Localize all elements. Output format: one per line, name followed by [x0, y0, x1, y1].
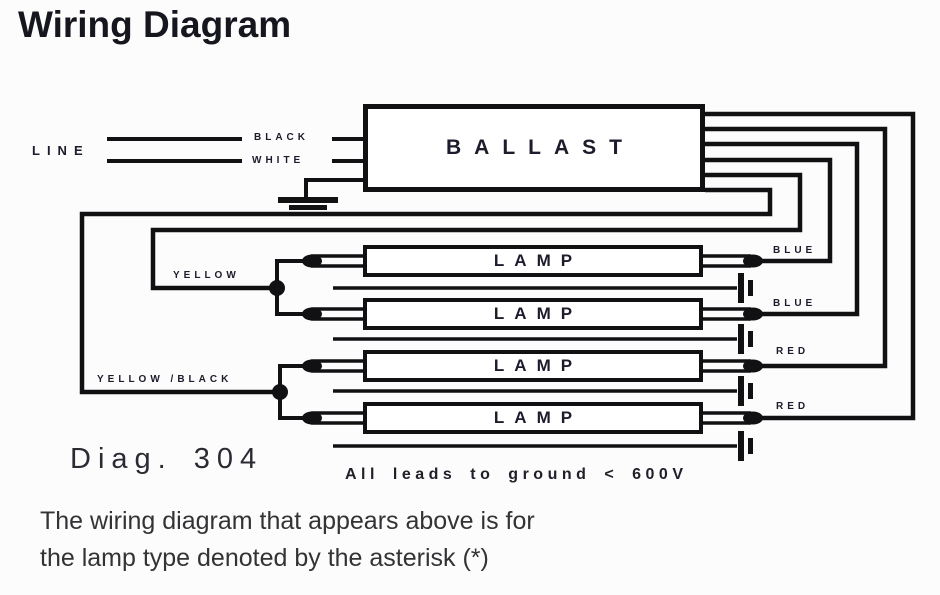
yellow-black-wire-label: YELLOW /BLACK	[97, 374, 233, 385]
yellow-black-wire-run	[79, 187, 773, 395]
yellow-black-junction-dot	[272, 384, 288, 400]
blue-wire-lamp2	[705, 141, 860, 317]
red-wire-lamp3	[705, 126, 888, 369]
diagram-number: Diag. 304	[70, 443, 264, 475]
ground-icon-3	[738, 376, 744, 406]
lamp1-box	[363, 245, 703, 277]
lamp2-box	[363, 298, 703, 330]
lamp4-box	[363, 402, 703, 434]
blue-wire-label-1: BLUE	[773, 245, 817, 256]
red-wire-lamp4	[705, 111, 916, 421]
lamp-pins	[311, 254, 751, 425]
lamp1-pins	[311, 254, 751, 268]
ballast-ground-stem	[304, 178, 365, 197]
ground-icon-2	[738, 324, 744, 354]
earth-ground-icon	[278, 197, 338, 216]
ground-note: All leads to ground < 600V	[345, 466, 688, 483]
blue-wire-lamp1	[705, 157, 833, 264]
yellow-junction-dot	[269, 280, 285, 296]
caption-line-1: The wiring diagram that appears above is…	[40, 507, 535, 535]
lead-ground-icons	[738, 273, 753, 461]
red-wire-label-1: RED	[776, 346, 810, 357]
lamp2-label: LAMP	[493, 304, 583, 323]
ground-icon-1	[738, 273, 744, 303]
connection-dots	[269, 254, 763, 425]
caption-line-2: the lamp type denoted by the asterisk (*…	[40, 544, 489, 572]
lamp4-label: LAMP	[493, 408, 583, 427]
ballast-box	[363, 104, 705, 192]
lamp3-label: LAMP	[493, 356, 583, 375]
lamp2-pins	[311, 307, 751, 321]
ballast-label: BALLAST	[446, 136, 635, 159]
component-boxes	[363, 104, 705, 434]
line-label: LINE	[32, 143, 90, 158]
lamp4-pins	[311, 411, 751, 425]
yellow-wire-run	[150, 172, 803, 291]
red-wire-label-2: RED	[776, 401, 810, 412]
wires	[79, 111, 916, 448]
lamp1-label: LAMP	[493, 251, 583, 270]
wiring-diagram-canvas	[79, 104, 916, 461]
caption: The wiring diagram that appears above is…	[40, 503, 535, 577]
black-wire-label: BLACK	[254, 132, 309, 143]
white-wire-label: WHITE	[252, 155, 305, 166]
yellow-wire-label: YELLOW	[173, 270, 240, 281]
lamp3-pins	[311, 359, 751, 373]
page-title: Wiring Diagram	[18, 4, 292, 45]
lamp3-box	[363, 350, 703, 382]
blue-wire-label-2: BLUE	[773, 298, 817, 309]
ground-icon-4	[738, 431, 744, 461]
